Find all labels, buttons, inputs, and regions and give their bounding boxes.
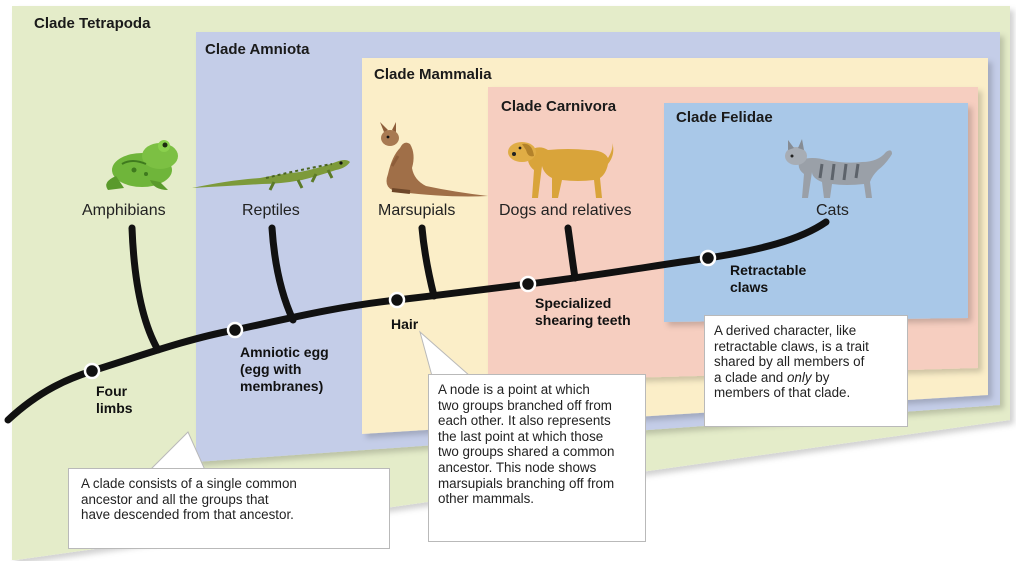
trait-retractable-claws: Retractable claws [730,262,806,296]
trait-claws-line: claws [730,279,806,296]
note-line: A derived character, like [714,323,898,339]
branch-amphibians [132,228,158,350]
note-line: two groups branched off from [438,398,636,414]
node-hair [390,293,404,307]
trait-claws-line: Retractable [730,262,806,279]
trait-hair: Hair [391,316,418,333]
branch-dogs [568,228,575,278]
node-definition-note: A node is a point at which two groups br… [428,374,646,542]
trait-four-limbs: Four limbs [96,383,133,417]
branch-reptiles [272,228,293,320]
note-line: marsupials branching off from [438,476,636,492]
trait-amniotic-egg: Amniotic egg (egg with membranes) [240,344,329,395]
clade-definition-note: A clade consists of a single common ance… [68,468,390,549]
trait-shearing-teeth: Specialized shearing teeth [535,295,631,329]
note-line: other mammals. [438,491,636,507]
trait-amniotic-line: (egg with [240,361,329,378]
trait-four-limbs-line: limbs [96,400,133,417]
note-line: members of that clade. [714,385,898,401]
note-line: A clade consists of a single common [81,476,380,492]
derived-character-note: A derived character, like retractable cl… [704,315,908,427]
note-line: A node is a point at which [438,382,636,398]
node-retractable-claws [701,251,715,265]
note-text: by [812,370,830,385]
branch-marsupials [422,228,434,296]
note-line: retractable claws, is a trait [714,339,898,355]
note-line: each other. It also represents [438,413,636,429]
trait-four-limbs-line: Four [96,383,133,400]
note-text: a clade and [714,370,787,385]
trait-teeth-line: shearing teeth [535,312,631,329]
note-line: two groups shared a common [438,444,636,460]
node-shearing-teeth [521,277,535,291]
note-line: ancestor and all the groups that [81,492,380,508]
node-amniotic-egg [228,323,242,337]
node-four-limbs [85,364,99,378]
note-line: have descended from that ancestor. [81,507,380,523]
trait-teeth-line: Specialized [535,295,631,312]
note-line: ancestor. This node shows [438,460,636,476]
note-line: the last point at which those [438,429,636,445]
note-line: a clade and only by [714,370,898,386]
note-line: shared by all members of [714,354,898,370]
trait-amniotic-line: membranes) [240,378,329,395]
note-emphasis: only [787,370,812,385]
trait-amniotic-line: Amniotic egg [240,344,329,361]
